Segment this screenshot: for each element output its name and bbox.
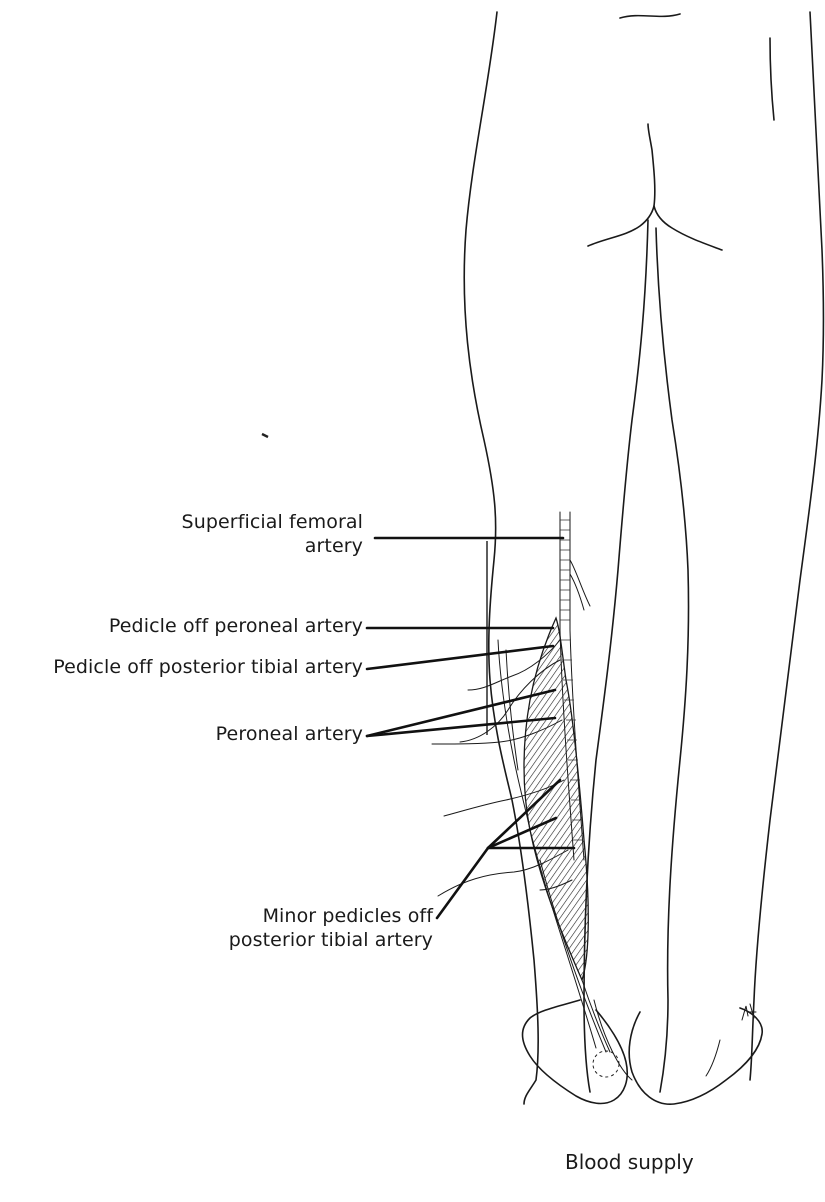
right-heel-crease [706,1040,720,1076]
femoral-branch [570,560,590,606]
label-pedicle-off-posterior-tibial-artery: Pedicle off posterior tibial artery [0,655,363,679]
calcaneal-insertion-circle [593,1051,619,1077]
label-superficial-femoral-line1: Superficial femoral [110,510,363,534]
label-minor-pedicles-line1: Minor pedicles off [150,904,433,928]
stray-mark [262,434,268,437]
label-pedicle-off-peroneal-artery: Pedicle off peroneal artery [40,614,363,638]
right-leg-outer-contour [750,12,824,1080]
right-buttock-edge [770,38,774,120]
gluteal-cleft [648,124,655,206]
label-superficial-femoral-artery: Superficial femoral artery [110,510,363,558]
gluteal-fold [588,206,722,250]
label-peroneal-artery: Peroneal artery [150,722,363,746]
femoral-branch-2 [570,574,584,610]
label-minor-pedicles-line2: posterior tibial artery [150,928,433,952]
right-heel [629,1008,762,1104]
left-leg-inner-contour [584,220,648,1092]
leader-minor-1 [437,848,488,918]
left-leg-outer-contour [464,12,538,1104]
leader-pedicle-posterior-tibial [367,646,553,669]
soleus-muscle [524,618,588,980]
figure-caption: Blood supply [565,1150,694,1174]
right-leg-inner-contour [656,228,689,1092]
label-superficial-femoral-line2: artery [110,534,363,558]
label-minor-pedicles: Minor pedicles off posterior tibial arte… [150,904,433,952]
back-line [620,14,680,18]
